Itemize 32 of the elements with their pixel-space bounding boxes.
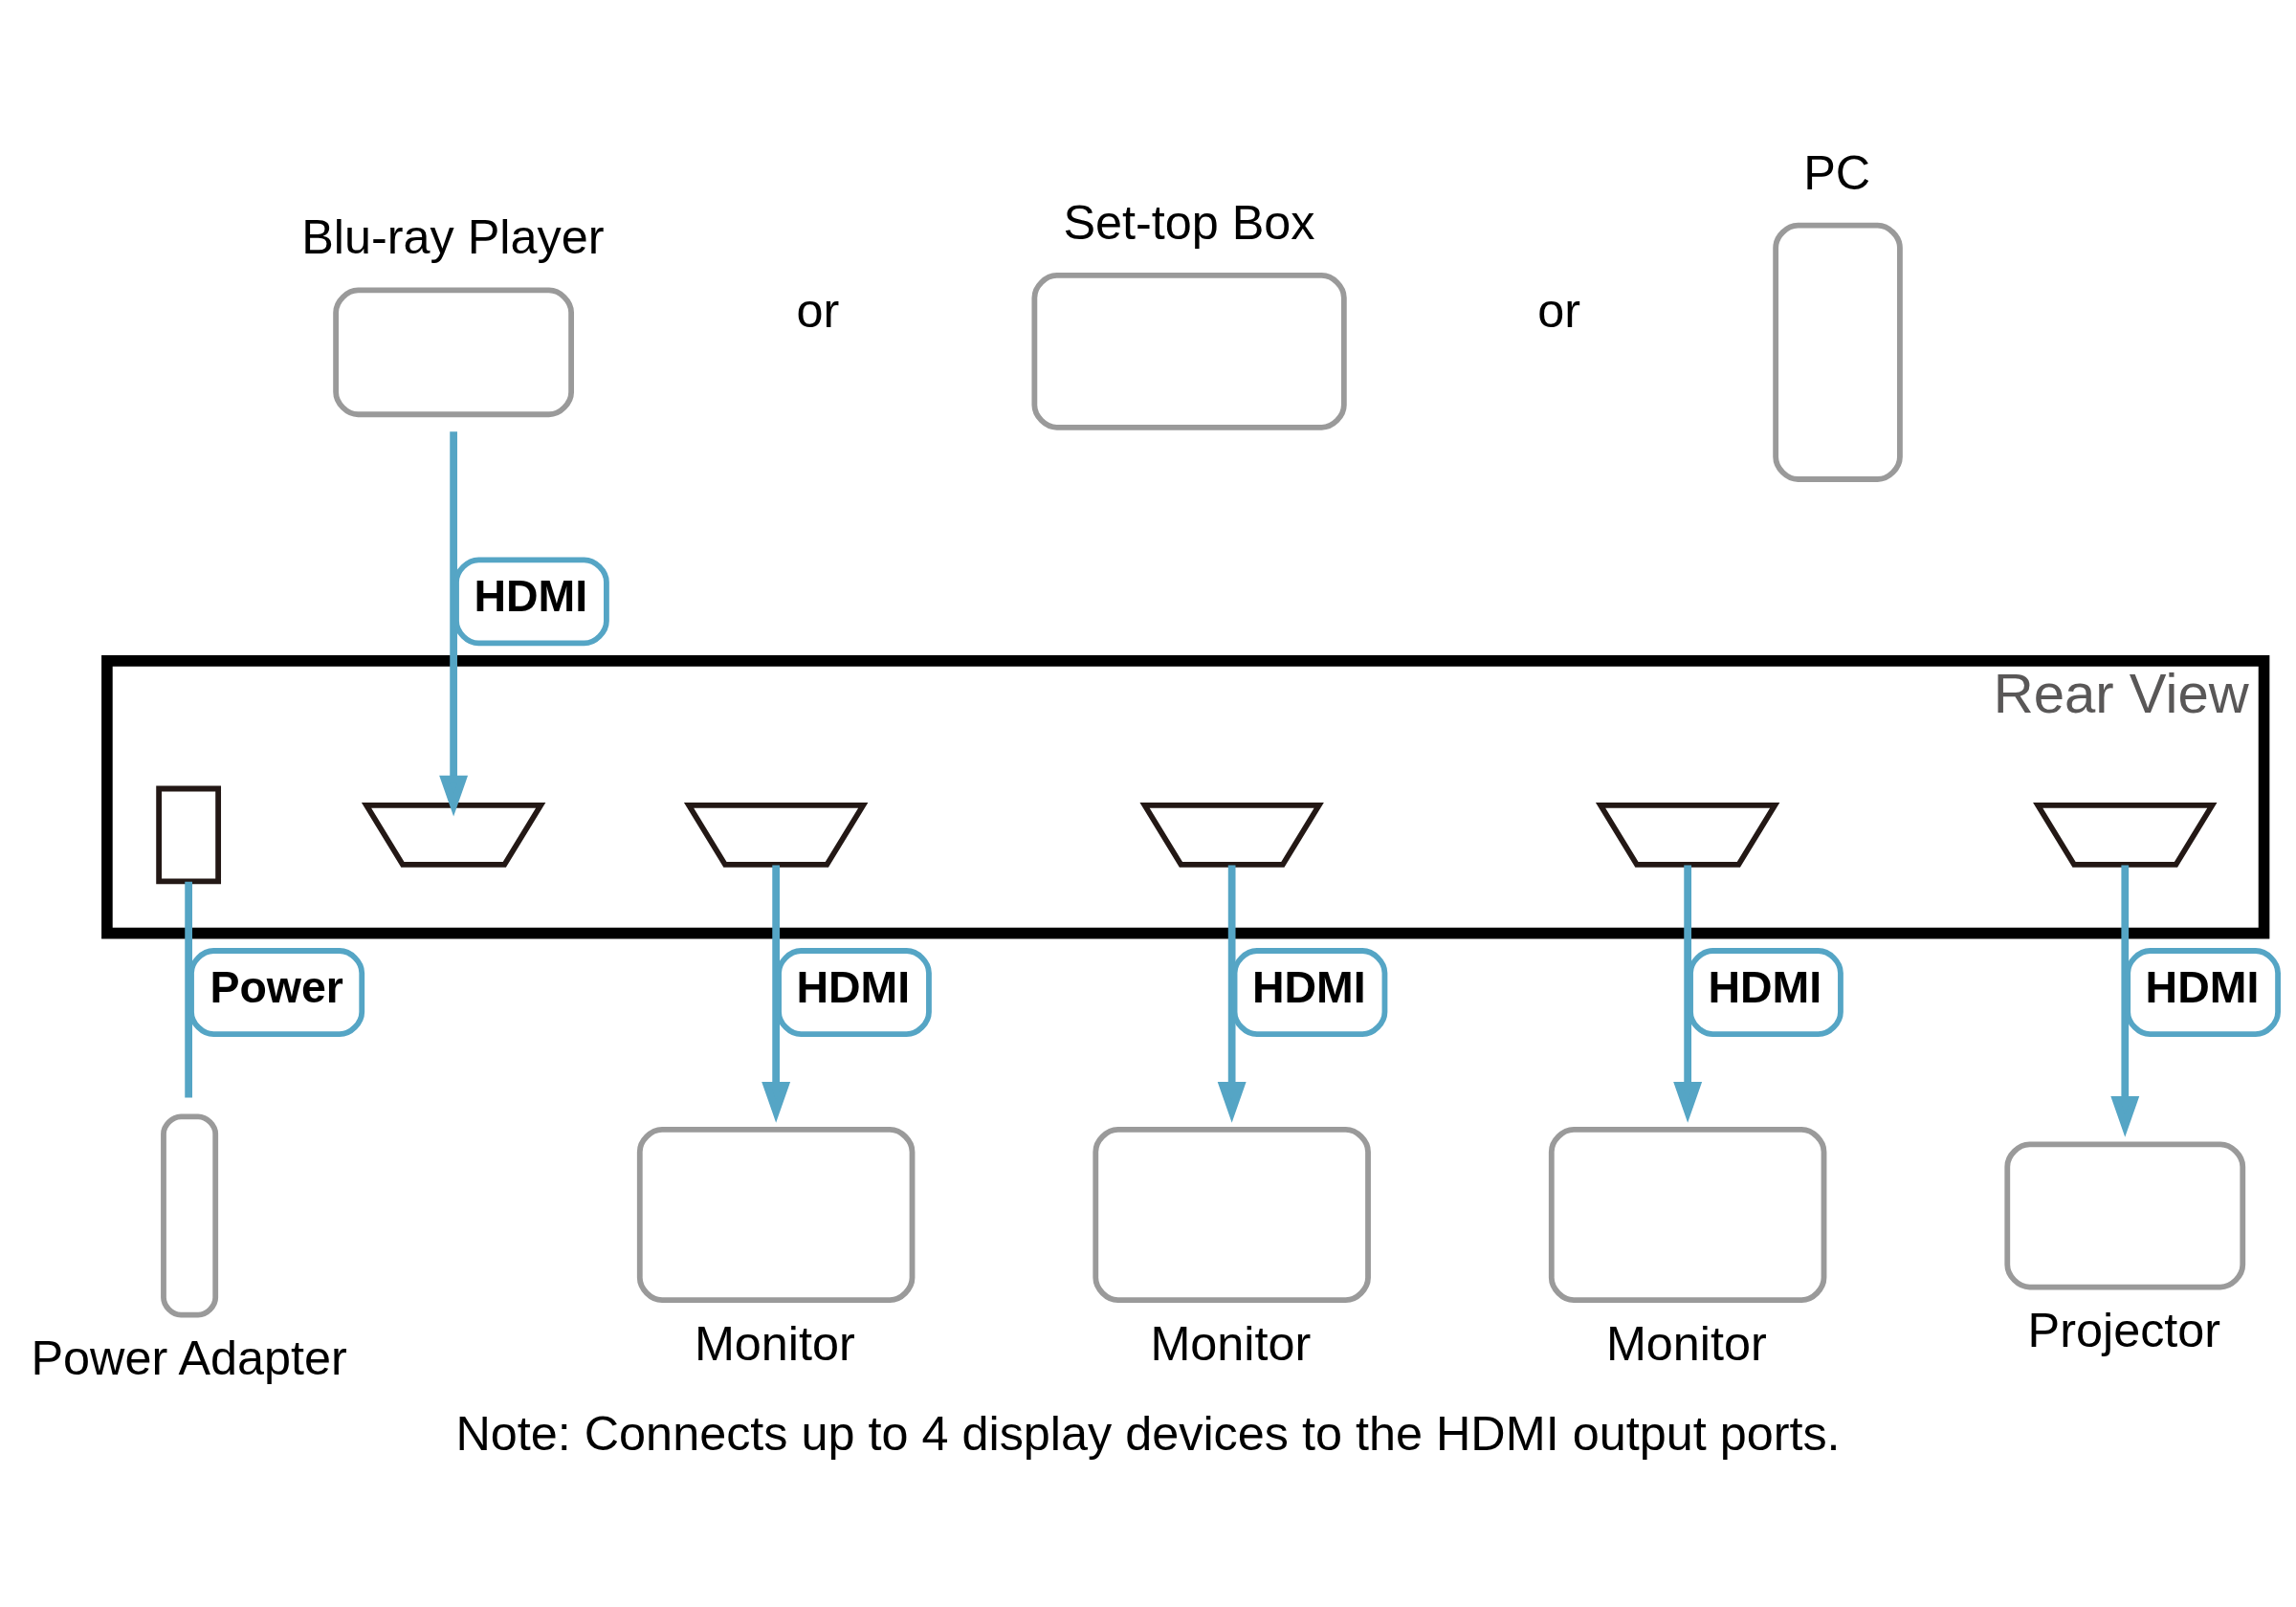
node-label: Set-top Box	[1063, 194, 1315, 250]
node-box	[161, 1113, 219, 1318]
edge-label: HDMI	[474, 570, 588, 621]
edge-label: HDMI	[1251, 961, 1366, 1012]
node-picture	[1139, 803, 1324, 868]
node-box	[156, 785, 222, 885]
edge-label: HDMI	[796, 961, 911, 1012]
node-label: Monitor	[694, 1315, 855, 1371]
edge-label: Power	[210, 961, 343, 1012]
label: or	[796, 282, 840, 338]
node-box	[636, 1127, 916, 1303]
node-box	[1093, 1127, 1371, 1303]
node-box	[1773, 222, 1903, 482]
node-label: Power Adapter	[31, 1331, 347, 1386]
node-label: Projector	[2027, 1303, 2221, 1358]
node-box	[333, 287, 574, 418]
node-picture	[361, 803, 546, 868]
node-box	[1548, 1127, 1827, 1303]
caption: Note: Connects up to 4 display devices to the HDMI output ports.	[455, 1405, 1841, 1461]
node-picture	[1595, 803, 1780, 868]
cluster: Rear View	[101, 655, 2270, 939]
node-box	[1031, 273, 1347, 430]
node-picture	[683, 803, 869, 868]
node-label: Monitor	[1605, 1315, 1767, 1371]
edge-label: HDMI	[1708, 961, 1822, 1012]
node-box	[2004, 1141, 2246, 1290]
label: or	[1537, 282, 1581, 338]
node-label: PC	[1803, 144, 1871, 200]
node-label: Blu-ray Player	[301, 209, 605, 265]
node-label: Monitor	[1150, 1315, 1312, 1371]
edge-label: HDMI	[2145, 961, 2260, 1012]
node-picture	[2033, 803, 2218, 868]
